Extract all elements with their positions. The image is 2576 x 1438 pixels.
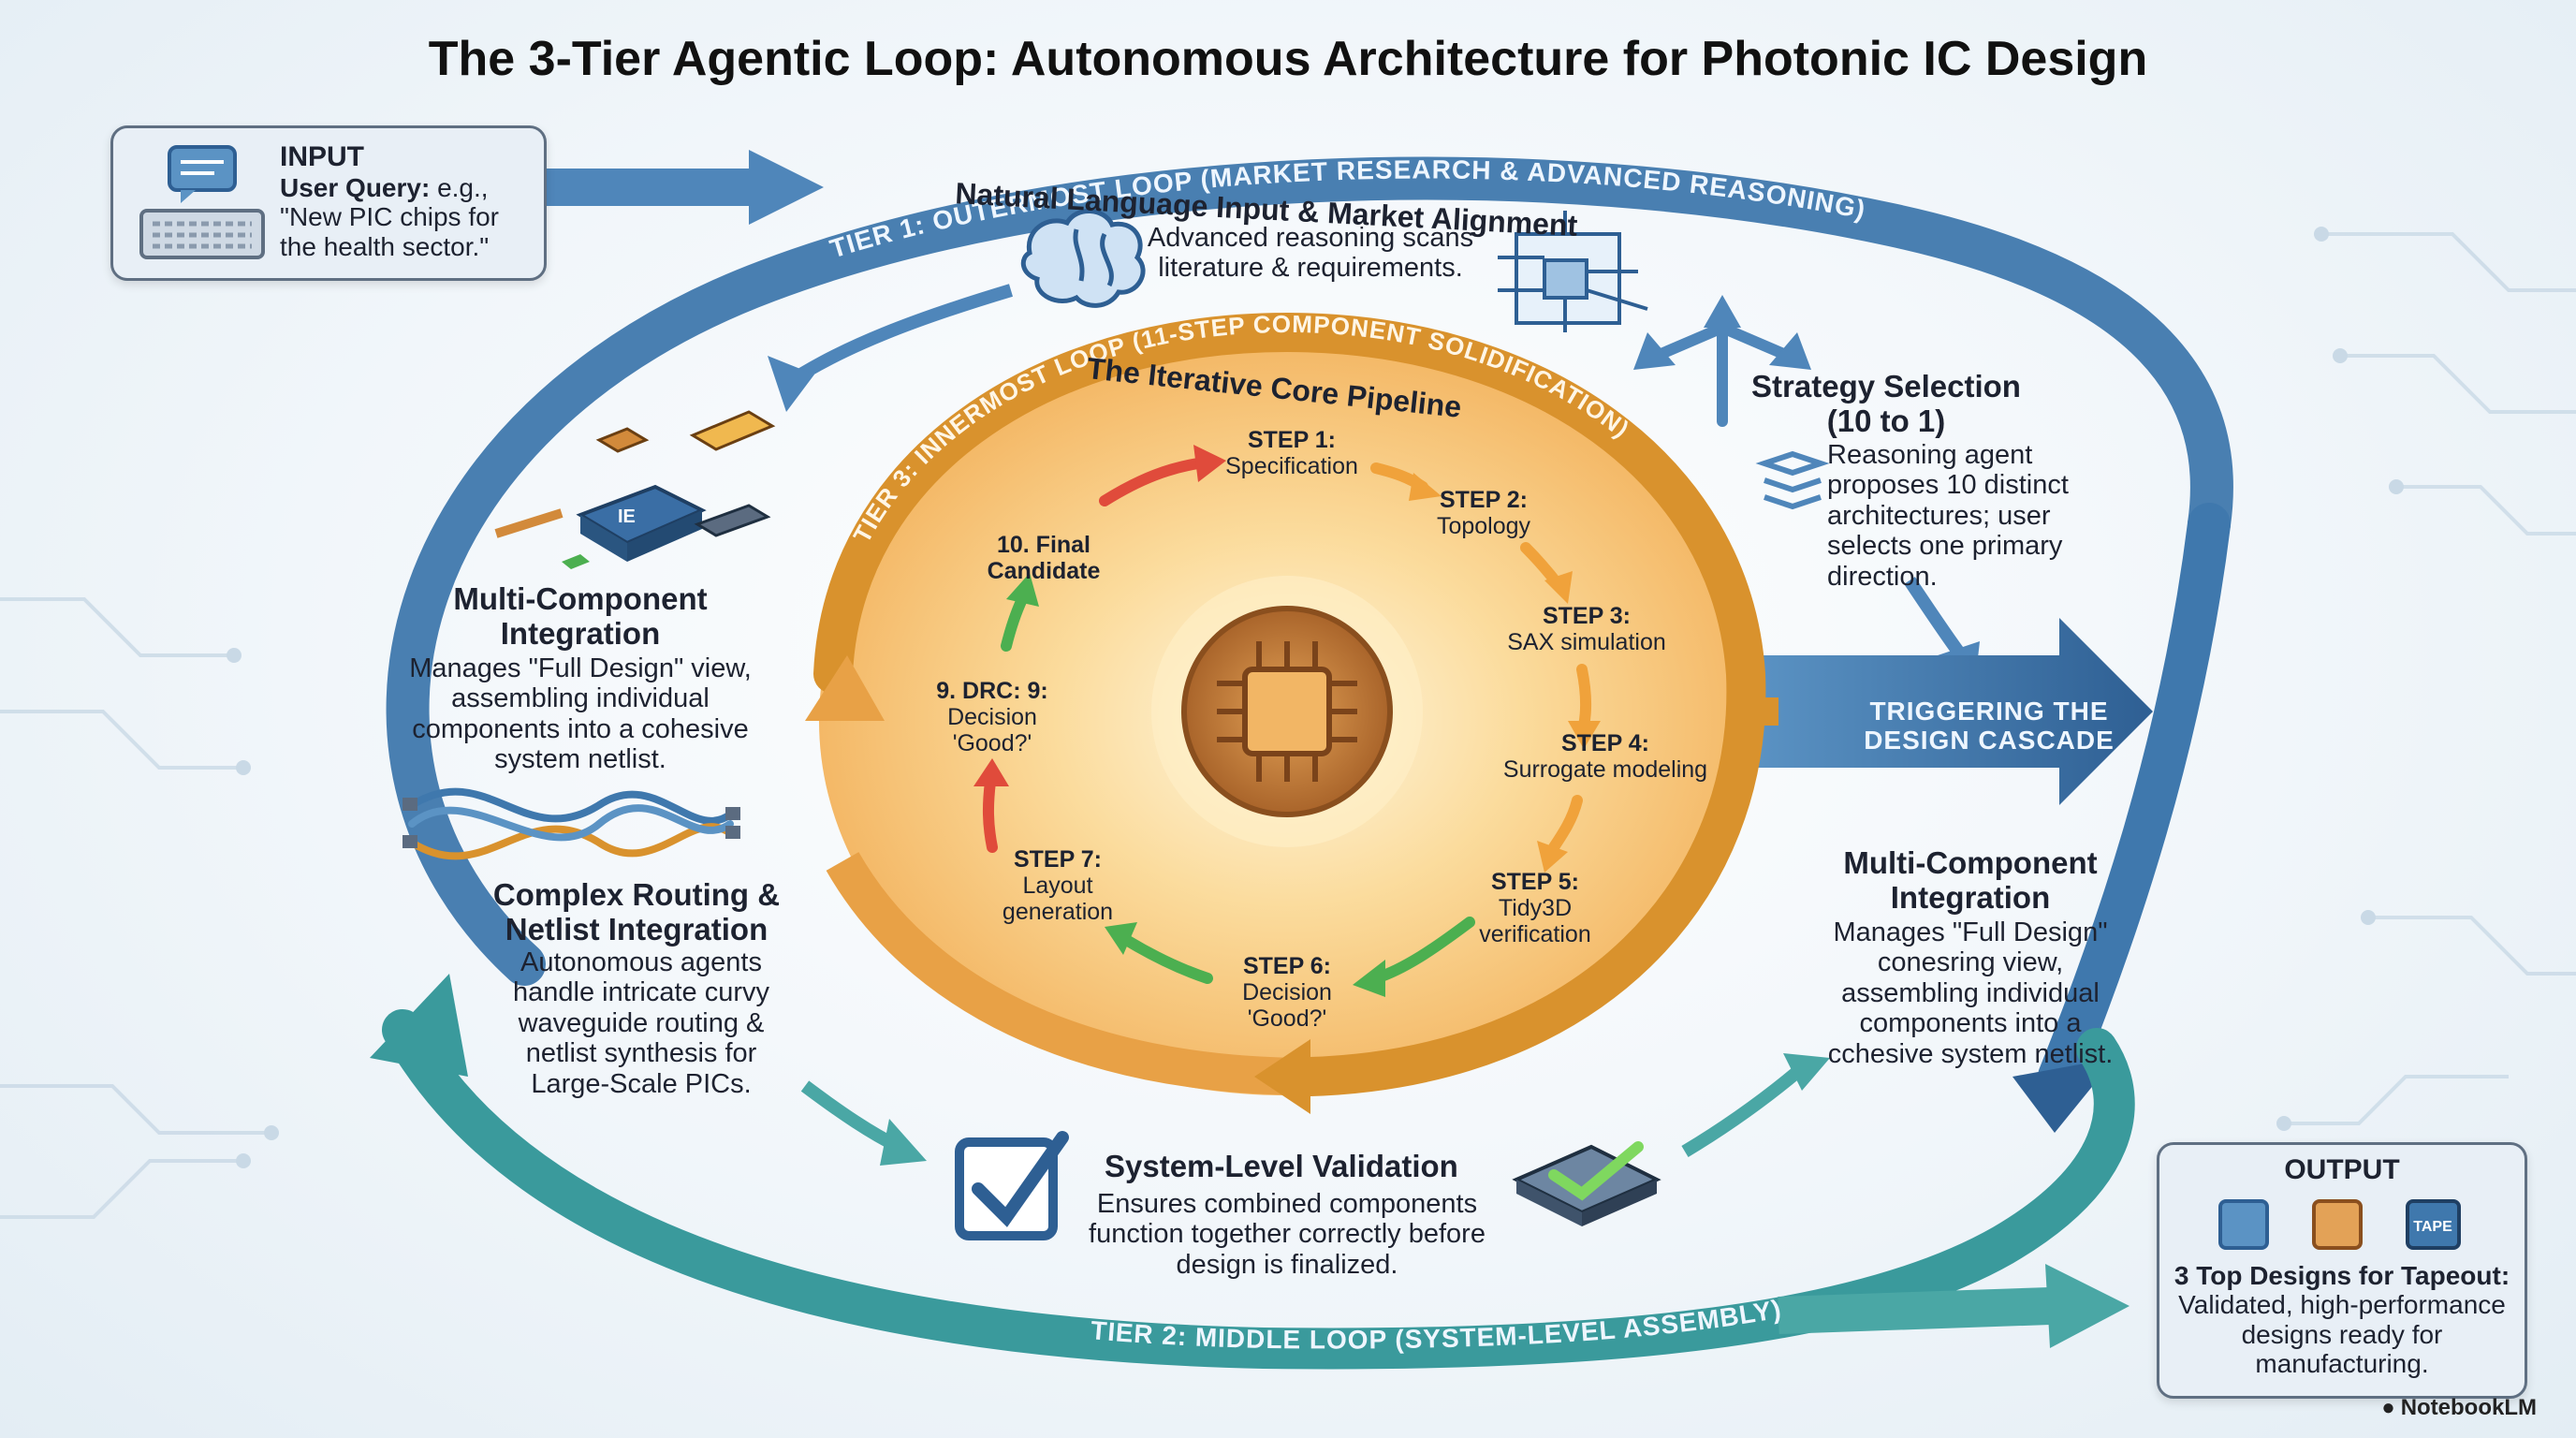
notebooklm-icon: ● [2381, 1395, 2395, 1420]
cascade-label: TRIGGERING THE DESIGN CASCADE [1864, 697, 2115, 756]
step-2-title: STEP 2: [1439, 487, 1529, 513]
routing-text: Autonomous agents handle intricate curvy… [512, 947, 770, 1099]
stack-icon [1755, 450, 1830, 510]
ic-chip-label: IE [618, 506, 636, 527]
routing-arrow [800, 1080, 902, 1153]
strategy-text: Reasoning agent proposes 10 distinct arc… [1827, 440, 2069, 592]
step-5-title: STEP 5: [1490, 869, 1580, 895]
tier2-ring [382, 1009, 2135, 1370]
validation-arrow [1681, 1066, 1802, 1158]
circuit-background [0, 232, 2576, 1219]
step-1-text: Specification [1225, 453, 1358, 479]
circuit-nodes [227, 227, 2404, 1168]
notebooklm-logo: ●NotebookLM [2381, 1395, 2542, 1421]
tier3-ring [813, 312, 1766, 1096]
checkmark-icon [972, 1131, 1069, 1227]
tier1-ring [386, 156, 2233, 986]
core-chip-icon [1242, 667, 1332, 756]
strategy-title: Strategy Selection (10 to 1) [1751, 369, 2021, 438]
step-9-title: 9. DRC: 9: [936, 678, 1048, 704]
input-arrowhead [749, 150, 824, 225]
output-description: Validated, high-performance designs read… [2178, 1290, 2506, 1379]
input-text: User Query: e.g., "New PIC chips for the… [280, 173, 533, 261]
step-arrowheads [973, 445, 1601, 997]
validation-text: Ensures combined components function tog… [1089, 1189, 1486, 1280]
step-6-text: Decision 'Good?' [1242, 979, 1332, 1032]
input-query: e.g., "New PIC chips for the health sect… [280, 173, 500, 261]
tier3-arrowhead-left [805, 655, 885, 721]
tape-chip-label: TAPE [2413, 1219, 2452, 1235]
tier2-arrowhead-left [370, 974, 468, 1077]
left-integration-title: Multi-Component Integration [453, 581, 708, 651]
page-title: The 3-Tier Agentic Loop: Autonomous Arch… [428, 32, 2148, 86]
keyboard-icon [139, 145, 265, 259]
tier3-arrowhead-bottom [1254, 1039, 1310, 1114]
circuit-board-icon [1498, 211, 1648, 332]
output-label: 3 Top Designs for Tapeout: [2174, 1261, 2510, 1290]
step-10-title: 10. Final Candidate [987, 532, 1101, 584]
checkbox-icon [955, 1137, 1058, 1240]
output-arrow [1778, 1287, 2051, 1334]
step-2-text: Topology [1436, 513, 1531, 539]
brand-name: NotebookLM [2400, 1395, 2537, 1420]
input-box: INPUT User Query: e.g., "New PIC chips f… [110, 125, 547, 281]
step-6-title: STEP 6: [1242, 953, 1332, 979]
components-cluster-icon: IE [494, 410, 776, 569]
tier1-reasoning-text: Advanced reasoning scans literature & re… [1147, 223, 1474, 284]
input-heading: INPUT [280, 141, 364, 172]
validated-chip-icon [1512, 1141, 1661, 1226]
output-text: 3 Top Designs for Tapeout: Validated, hi… [2173, 1261, 2511, 1378]
waveguide-pins [402, 798, 740, 848]
right-integration-text: Manages "Full Design" conesring view, as… [1827, 917, 2114, 1069]
step-1-title: STEP 1: [1247, 427, 1337, 453]
output-heading: OUTPUT [2284, 1154, 2400, 1185]
reasoning-arrow [783, 284, 1014, 389]
output-arrowhead [2045, 1264, 2130, 1348]
tier1-ring-right [2038, 503, 2231, 1098]
step-9-text: Decision 'Good?' [947, 704, 1037, 756]
output-box: OUTPUT TAPE 3 Top Designs for Tapeout: V… [2157, 1142, 2527, 1399]
step-7-text: Layout generation [1002, 873, 1114, 925]
input-label: User Query: [280, 173, 431, 202]
brain-icon [1020, 209, 1146, 308]
validation-title: System-Level Validation [1105, 1149, 1458, 1183]
step-3-text: SAX simulation [1507, 629, 1666, 655]
output-chips-icon: TAPE [2218, 1199, 2461, 1250]
step-4-text: Surrogate modeling [1502, 756, 1708, 783]
step-7-title: STEP 7: [1013, 846, 1103, 873]
waveguide-routing-icon [408, 787, 734, 860]
step-5-text: Tidy3D verification [1479, 895, 1591, 947]
fork-arrows-icon [1651, 322, 1793, 427]
cascade-arrow [1750, 618, 2153, 805]
left-integration-text: Manages "Full Design" view, assembling i… [409, 653, 752, 775]
step-3-title: STEP 3: [1542, 603, 1632, 629]
routing-title: Complex Routing & Netlist Integration [492, 877, 781, 946]
right-integration-title: Multi-Component Integration [1843, 845, 2098, 915]
step-4-title: STEP 4: [1560, 730, 1650, 756]
tier3-ring-tail [826, 852, 1311, 1095]
